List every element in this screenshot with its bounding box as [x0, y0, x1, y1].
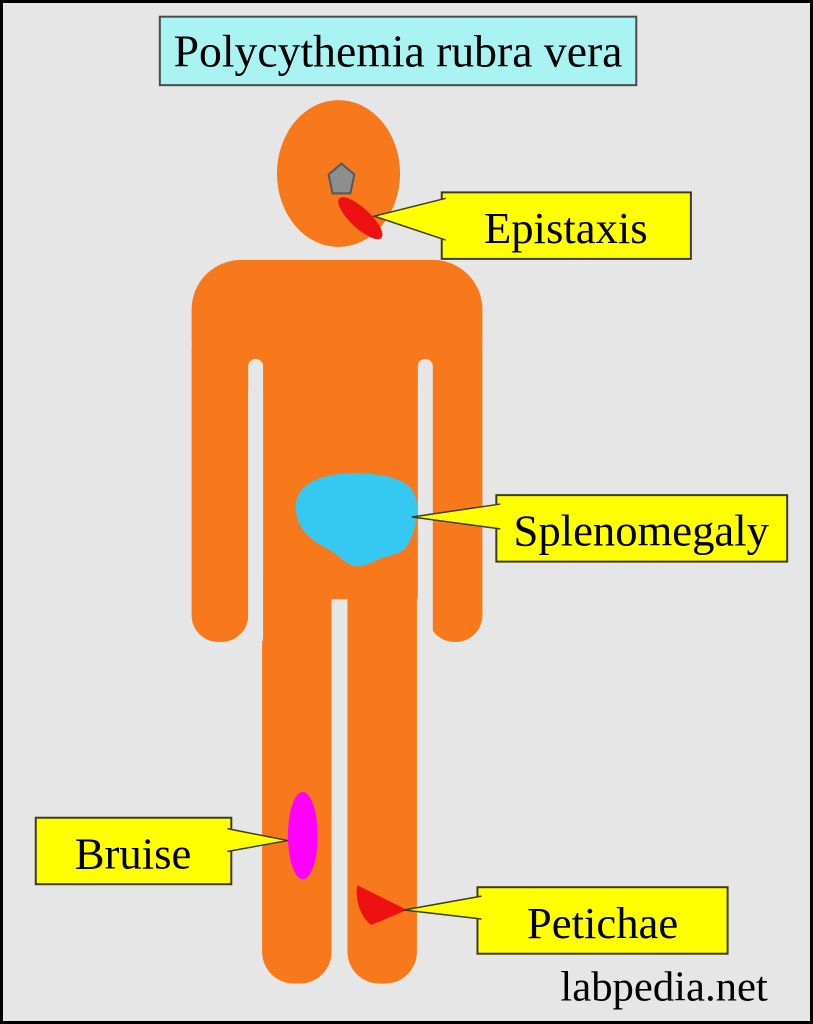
petichae-mark — [356, 885, 407, 925]
figure-left-arm — [191, 321, 249, 643]
figure-right-leg — [347, 554, 417, 984]
callout-splenomegaly-box — [495, 494, 789, 563]
figure-left-leg — [262, 554, 332, 984]
callout-epistaxis-label: Epistaxis — [484, 203, 648, 253]
title-box-bg — [158, 15, 638, 87]
callout-petichae: Petichae — [403, 886, 729, 955]
callout-splenomegaly-label: Splenomegaly — [514, 506, 770, 556]
diagram-title: Polycythemia rubra vera — [174, 25, 623, 76]
callout-epistaxis: Epistaxis — [371, 191, 692, 260]
callout-petichae-label: Petichae — [527, 898, 678, 948]
watermark-text: labpedia.net — [560, 963, 767, 1010]
human-figure — [191, 100, 483, 984]
callout-bruise-box — [34, 816, 233, 886]
nose-icon — [327, 162, 356, 195]
callout-bruise-label: Bruise — [75, 828, 192, 878]
symptom-marks — [287, 162, 418, 925]
callout-splenomegaly: Splenomegaly — [411, 494, 789, 563]
figure-right-arm — [427, 321, 483, 643]
bruise-mark — [287, 791, 318, 880]
callout-bruise-pointer — [227, 827, 289, 853]
title-box: Polycythemia rubra vera — [158, 15, 638, 87]
callout-epistaxis-box — [440, 191, 692, 260]
polycythemia-diagram: Polycythemia rubra vera Epistaxis Spleno… — [34, 15, 789, 1010]
callout-bruise: Bruise — [34, 816, 289, 886]
callout-petichae-pointer — [403, 895, 482, 920]
callout-splenomegaly-pointer — [411, 503, 501, 530]
figure-right-arm-gap — [417, 359, 433, 646]
callout-petichae-box — [476, 886, 729, 955]
splenomegaly-spleen-mark — [295, 472, 418, 567]
epistaxis-blood-mark — [338, 197, 383, 240]
figure-left-arm-gap — [248, 359, 264, 646]
callout-epistaxis-pointer — [371, 197, 446, 241]
